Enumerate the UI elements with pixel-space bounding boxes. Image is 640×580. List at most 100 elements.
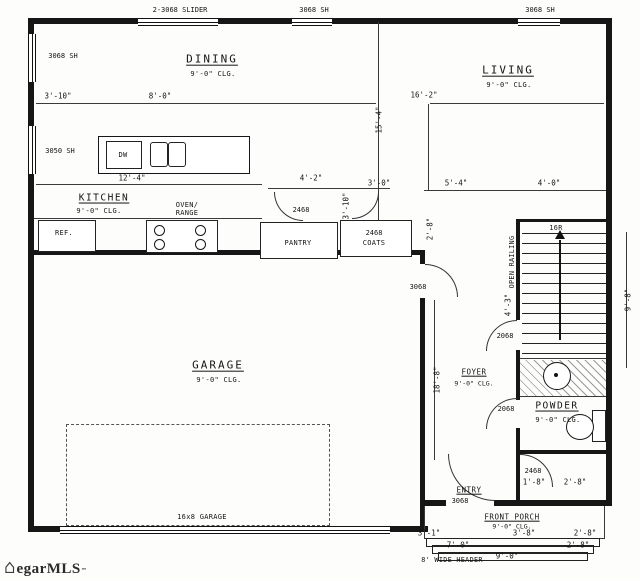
dimline-hall [268,188,390,189]
porch-right-edge [604,506,605,538]
label-window-top-center: 3068 SH [299,5,329,14]
label-window-top-right: 3068 SH [525,5,555,14]
dishwasher [106,141,142,169]
pantry-closet [260,222,338,259]
dim-dining-8-0: 8'-0" [148,91,172,101]
line-powder-top [520,396,606,397]
dimline-15-4 [378,22,379,250]
room-front-porch: FRONT PORCH [484,512,540,522]
label-window-left-lower: 3050 SH [45,146,75,155]
garage-door-symbol [60,526,390,534]
room-powder: POWDER [535,400,579,412]
toilet-bowl [566,414,594,440]
label-range: RANGE [175,208,199,217]
house-logo-icon: ⌂ [4,556,16,578]
dimline-living [430,103,604,104]
coats-closet [340,220,412,257]
room-foyer: FOYER [461,367,487,377]
label-open-railing: OPEN RAILING [508,235,517,289]
burner-4 [195,239,206,250]
line-hall-top [424,190,606,191]
dim-dining-3-10: 3'-10" [44,91,72,101]
dim-hall-3-0: 3'-0" [367,178,391,188]
wall-entry-front-left [424,500,446,506]
wall-entry-front-right [494,500,612,506]
porch-step-2 [432,545,594,554]
wall-garage-right-upper [420,250,425,264]
label-slider-2-3068: 2-3068 SLIDER [152,5,208,14]
dim-porch-2-8-a: 2'-8" [573,528,597,538]
room-kitchen: KITCHEN [78,192,130,204]
dim-porch-3-1: 3'-1" [417,528,441,538]
wall-left-exterior [28,18,34,532]
door-2068-stair: 2068 [496,331,514,340]
window-left-lower-symbol [28,126,36,174]
stair-up-arrow-icon [555,230,565,239]
label-oven: OVEN/ [175,200,199,209]
dimline-18-8 [434,300,435,460]
line-living-left [428,104,429,190]
garage-stall-outline [66,424,330,526]
wall-right-exterior [606,18,612,506]
dim-4-3-stair: 4'-3" [503,293,513,317]
dim-15-4: 15'-4" [374,106,384,134]
burner-1 [154,225,165,236]
dim-porch-9-0: 9'-0" [495,551,519,561]
door-2468-pantry: 2468 [292,205,310,214]
dim-closet-1-8: 1'-8" [522,477,546,487]
wall-garage-right-lower [420,298,425,532]
dim-hall-5-4: 5'-4" [444,178,468,188]
window-left-upper-symbol [28,34,36,82]
label-16r: 16R [549,224,563,233]
line-understair-top [520,358,606,359]
burner-2 [154,239,165,250]
dim-kitchen-12-4: 12'-4" [118,173,146,183]
dim-hall-4-0: 4'-0" [537,178,561,188]
slider-door-symbol [138,18,218,26]
wall-stair-left-a [516,222,520,320]
label-window-left-upper: 3068 SH [48,51,78,60]
window-top-right-symbol [518,18,560,26]
wall-stair-left-b [516,350,520,400]
refrigerator [38,220,96,252]
label-dw: DW [118,150,128,159]
clg-living: 9'-0" CLG. [486,80,532,89]
dimline-dining [36,103,376,104]
stair-treads [522,224,606,358]
wall-kitchen-garage [28,250,424,255]
clg-kitchen: 9'-0" CLG. [76,206,122,215]
watermark-text: egarMLS [16,561,81,577]
line-counter-edge [34,218,262,219]
dimline-9-8 [626,232,627,368]
mls-watermark: ⌂ egarMLS ™ [4,558,86,578]
label-garage-size: 16x8 GARAGE [177,512,227,521]
dim-2-8-hall: 2'-8" [425,217,435,241]
door-2068-powder: 2068 [497,404,515,413]
door-3068-entry: 3068 [451,496,469,505]
door-3068-garage: 3068 [409,282,427,291]
note-wide-header: 8' WIDE HEADER [421,556,483,565]
stair-direction-line [559,240,561,340]
dimline-kitchen [36,184,262,185]
window-top-center-symbol [292,18,332,26]
burner-3 [195,225,206,236]
dim-porch-2-8-b: 2'-8" [566,540,590,550]
clg-powder: 9'-0" CLG. [535,415,581,424]
dim-hall-4-2: 4'-2" [299,173,323,183]
powder-sink-drain [554,373,558,377]
label-ref: REF. [54,228,74,237]
clg-front-porch: 9'-0" CLG. [492,522,532,531]
room-dining: DINING [186,52,238,66]
sink-bowl-right [168,142,186,167]
clg-foyer: 9'-0" CLG. [454,379,494,388]
room-living: LIVING [482,63,534,77]
watermark-trademark: ™ [81,567,86,575]
clg-garage: 9'-0" CLG. [196,375,242,384]
room-garage: GARAGE [192,358,244,372]
dim-living-16-2: 16'-2" [410,90,438,100]
porch-step-1 [426,538,600,547]
wall-powder-left [516,428,520,502]
dim-3-10-hall: 3'-10" [341,192,351,220]
